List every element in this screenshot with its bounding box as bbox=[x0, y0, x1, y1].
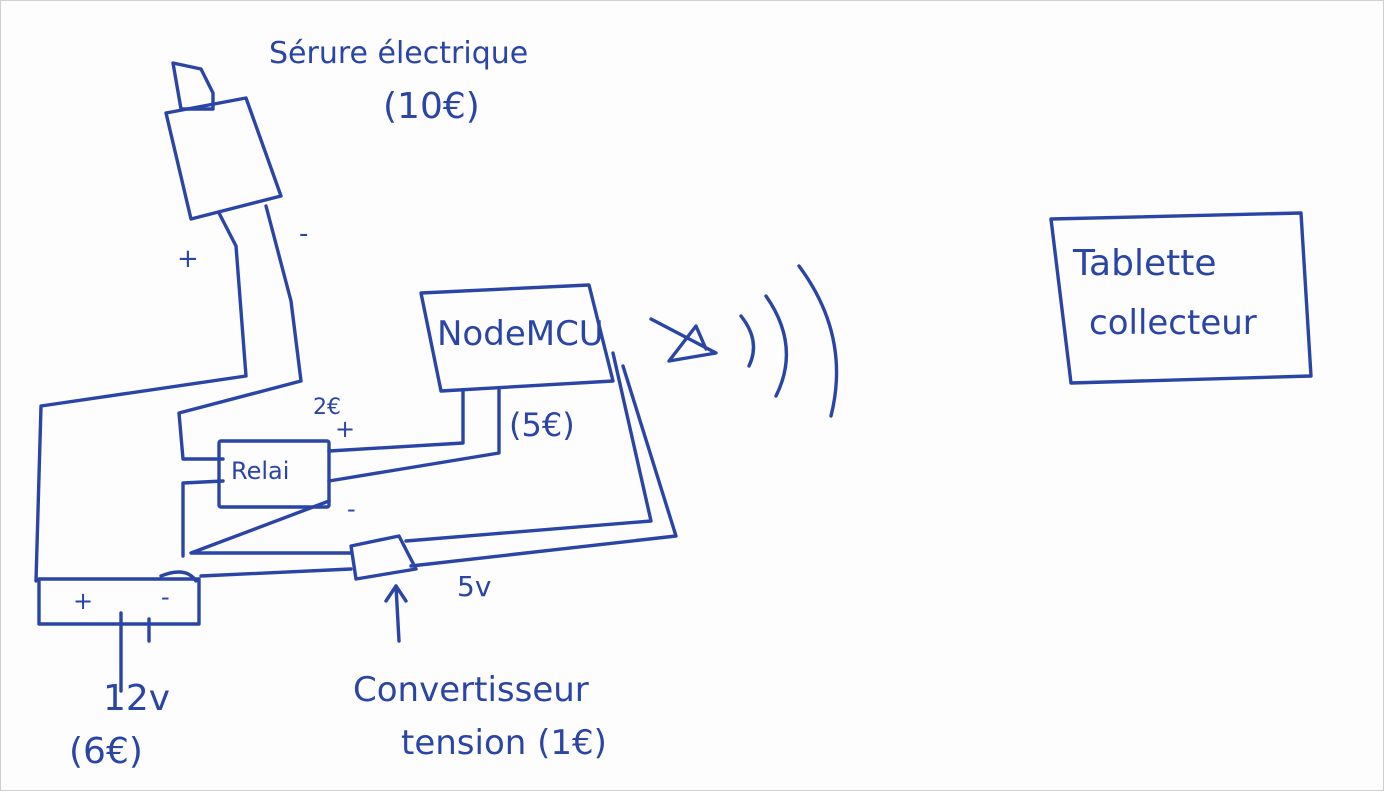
converter-label-line2: tension (1€) bbox=[401, 723, 607, 763]
radio-wave-3 bbox=[797, 264, 839, 418]
battery-neg-terminal bbox=[159, 570, 198, 583]
lock-plus-wire-outer bbox=[34, 211, 248, 583]
converter-label-line1: Convertisseur bbox=[353, 670, 589, 710]
battery-box bbox=[37, 577, 201, 626]
lock-price: (10€) bbox=[383, 86, 480, 127]
lock-minus-label: - bbox=[299, 219, 309, 249]
lock-body bbox=[164, 96, 283, 221]
relay-to-converter-wire bbox=[189, 499, 353, 555]
radio-wave-1 bbox=[739, 314, 756, 368]
bluetooth-icon bbox=[649, 317, 718, 363]
battery-to-converter-wire bbox=[199, 567, 353, 578]
relay-label: Relai bbox=[231, 457, 290, 485]
nodemcu-vcc-wire bbox=[404, 351, 653, 543]
battery-voltage: 12v bbox=[103, 678, 171, 719]
relay-box bbox=[217, 439, 331, 509]
relay-minus-label: - bbox=[347, 495, 356, 523]
battery-plus-label: + bbox=[73, 587, 94, 615]
converter-output-label: 5v bbox=[457, 570, 492, 603]
battery-price: (6€) bbox=[69, 731, 143, 772]
relay-common-wire bbox=[181, 479, 225, 558]
relay-price: 2€ bbox=[313, 395, 341, 420]
lock-plus-label: + bbox=[177, 244, 199, 274]
lock-bolt bbox=[171, 61, 215, 111]
relay-signal-wire bbox=[327, 389, 465, 453]
nodemcu-gnd-wire bbox=[409, 364, 678, 568]
electric-lock bbox=[164, 61, 283, 221]
nodemcu-box bbox=[419, 283, 615, 393]
converter-arrow-head bbox=[384, 584, 408, 603]
tablet-label-line2: collecteur bbox=[1089, 303, 1257, 343]
lock-minus-wire bbox=[177, 204, 303, 461]
radio-wave-2 bbox=[764, 294, 789, 398]
nodemcu-label: NodeMCU bbox=[437, 314, 604, 354]
converter-arrow-line bbox=[394, 584, 401, 643]
tablet-label-line1: Tablette bbox=[1073, 243, 1217, 284]
lock-label: Sérure électrique bbox=[269, 36, 529, 71]
voltage-converter bbox=[349, 534, 418, 581]
relay-plus-wire bbox=[327, 387, 501, 483]
battery-minus-label: - bbox=[161, 583, 170, 611]
relay-plus-label: + bbox=[335, 415, 356, 443]
tablet-box bbox=[1049, 211, 1313, 385]
nodemcu-price: (5€) bbox=[509, 406, 575, 444]
